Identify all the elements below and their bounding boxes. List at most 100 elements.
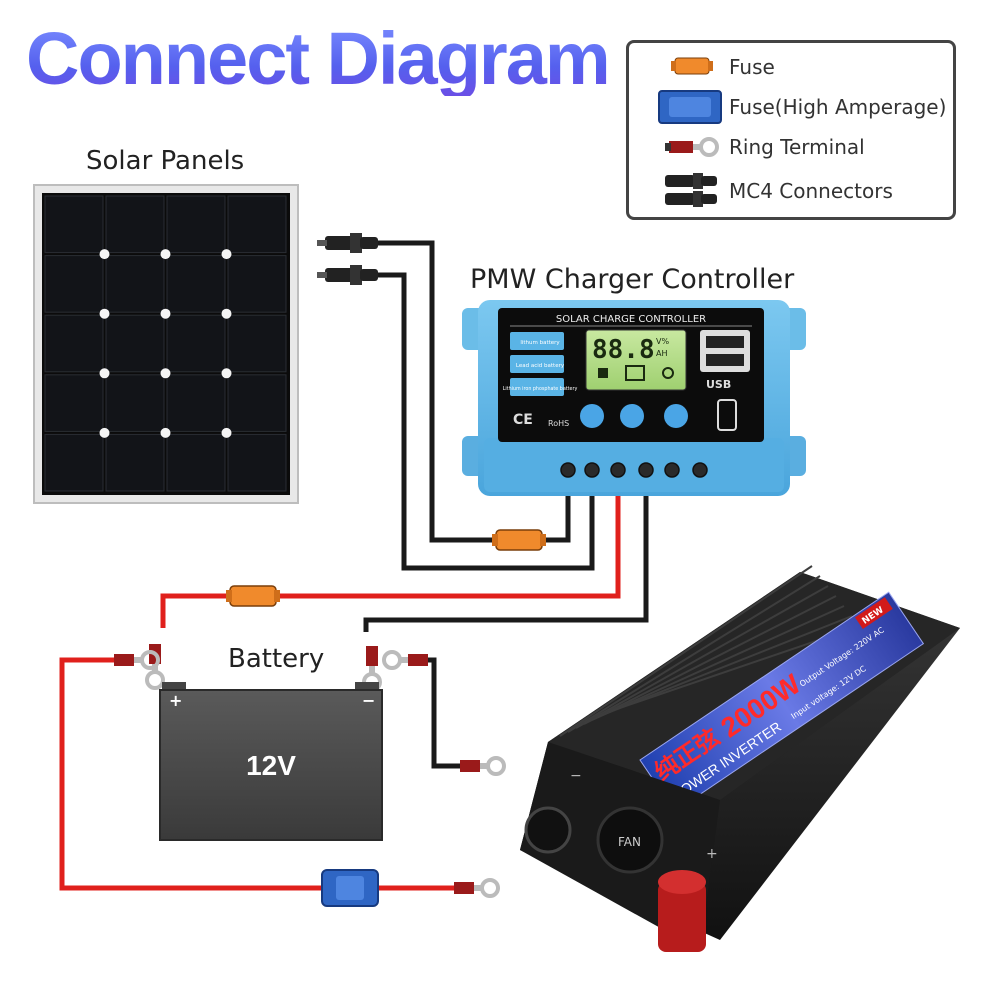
solar-cell — [44, 433, 104, 492]
usb-port-icon — [700, 330, 750, 372]
cell-junction — [160, 427, 171, 438]
lcd-readout: 88.8 — [592, 335, 655, 365]
legend: Fuse Fuse(High Amperage) Ring Terminal — [626, 40, 956, 220]
solar-cells — [44, 195, 287, 492]
solar-panel — [33, 184, 299, 504]
solar-cell — [166, 314, 226, 373]
mc4-connector-icon — [665, 173, 717, 207]
controller-terminals — [560, 462, 708, 478]
legend-label: Fuse(High Amperage) — [729, 95, 947, 119]
high-amperage-fuse-icon — [321, 869, 379, 907]
cell-junction — [221, 427, 232, 438]
positive-terminal-knob[interactable] — [658, 882, 706, 952]
controller-label: PMW Charger Controller — [470, 264, 795, 295]
ce-mark: CE — [513, 412, 533, 428]
rohs-mark: RoHS — [548, 419, 569, 428]
charge-controller: SOLAR CHARGE CONTROLLER lithum battery L… — [462, 300, 806, 496]
lcd-status-icon — [598, 365, 674, 381]
up-button[interactable] — [620, 404, 644, 428]
cell-junction — [160, 249, 171, 260]
terminal-screw — [560, 462, 576, 478]
legend-label: Fuse — [729, 55, 775, 79]
solar-cell — [105, 433, 165, 492]
inverter-fins — [559, 565, 861, 737]
lcd-unit-top: V% — [656, 337, 669, 346]
high-amperage-fuse-icon — [658, 90, 722, 124]
cell-junction — [160, 308, 171, 319]
battery-positive-mark: + — [169, 691, 182, 710]
ring-terminal-icon — [460, 756, 506, 776]
legend-item-mc4-connectors: MC4 Connectors — [629, 171, 959, 211]
terminal-screw — [664, 462, 680, 478]
solar-cell — [44, 255, 104, 313]
battery-voltage: 12V — [246, 750, 296, 781]
solar-cell — [227, 314, 287, 373]
fuse-icon — [492, 529, 546, 551]
fuse-icon — [671, 57, 713, 75]
terminal-screw — [638, 462, 654, 478]
cell-junction — [221, 308, 232, 319]
solar-cell — [44, 195, 104, 254]
solar-cell — [166, 374, 226, 432]
inverter-negative-mark: − — [570, 768, 582, 784]
ring-terminal-icon — [665, 137, 719, 157]
inverter-positive-mark: + — [706, 846, 718, 862]
solar-cell — [166, 195, 226, 254]
phone-icon — [717, 399, 737, 431]
battery: + − 12V — [159, 682, 383, 841]
cell-junction — [99, 249, 110, 260]
solar-cell — [44, 374, 104, 432]
inverter-fin — [567, 575, 821, 733]
legend-label: Ring Terminal — [729, 135, 865, 159]
inverter-fin — [575, 585, 829, 729]
ring-terminal-icon — [382, 650, 428, 670]
battery-type-lifepo4: Lithium iron phosphate battery — [503, 386, 578, 392]
fan-label: FAN — [618, 835, 641, 849]
solar-cell — [166, 255, 226, 313]
mc4-connector-icon — [317, 233, 378, 253]
legend-label: MC4 Connectors — [729, 179, 893, 203]
ring-terminals — [114, 644, 506, 898]
battery-type-lead-acid: Lead acid battery — [516, 363, 565, 369]
inverter-fin — [599, 615, 853, 717]
solar-cell — [44, 314, 104, 373]
fuse-icon — [226, 585, 280, 607]
terminal-screw — [692, 462, 708, 478]
terminal-screw — [610, 462, 626, 478]
solar-cell — [227, 255, 287, 313]
menu-button[interactable] — [580, 404, 604, 428]
solar-cell — [227, 374, 287, 432]
cell-junction — [160, 368, 171, 379]
solar-cell — [166, 433, 226, 492]
solar-cell — [105, 374, 165, 432]
controller-header: SOLAR CHARGE CONTROLLER — [556, 314, 706, 325]
battery-label: Battery — [228, 644, 325, 674]
battery-type-lithium: lithum battery — [520, 340, 560, 346]
lcd-unit-bottom: AH — [656, 349, 668, 358]
solar-cell — [105, 255, 165, 313]
solar-cell — [105, 314, 165, 373]
negative-terminal-knob[interactable] — [524, 806, 572, 854]
solar-cell — [105, 195, 165, 254]
page-title: Connect Diagram — [26, 17, 611, 100]
cell-junction — [99, 368, 110, 379]
inverter-fin — [591, 605, 845, 721]
solar-panels-label: Solar Panels — [86, 146, 245, 176]
solar-cell — [227, 433, 287, 492]
fan-icon — [596, 806, 664, 874]
legend-item-high-amperage-fuse: Fuse(High Amperage) — [629, 87, 959, 127]
cell-junction — [221, 249, 232, 260]
cell-junction — [99, 308, 110, 319]
inverter-fin — [559, 565, 813, 737]
usb-label: USB — [706, 378, 731, 391]
mc4-connector-icon — [317, 265, 378, 285]
cell-junction — [221, 368, 232, 379]
terminal-screw — [584, 462, 600, 478]
power-inverter: 纯正弦 2000W POWER INVERTER Output Voltage:… — [520, 565, 960, 952]
cell-junction — [99, 427, 110, 438]
inverter-fin — [583, 595, 837, 725]
down-button[interactable] — [664, 404, 688, 428]
solar-cell — [227, 195, 287, 254]
